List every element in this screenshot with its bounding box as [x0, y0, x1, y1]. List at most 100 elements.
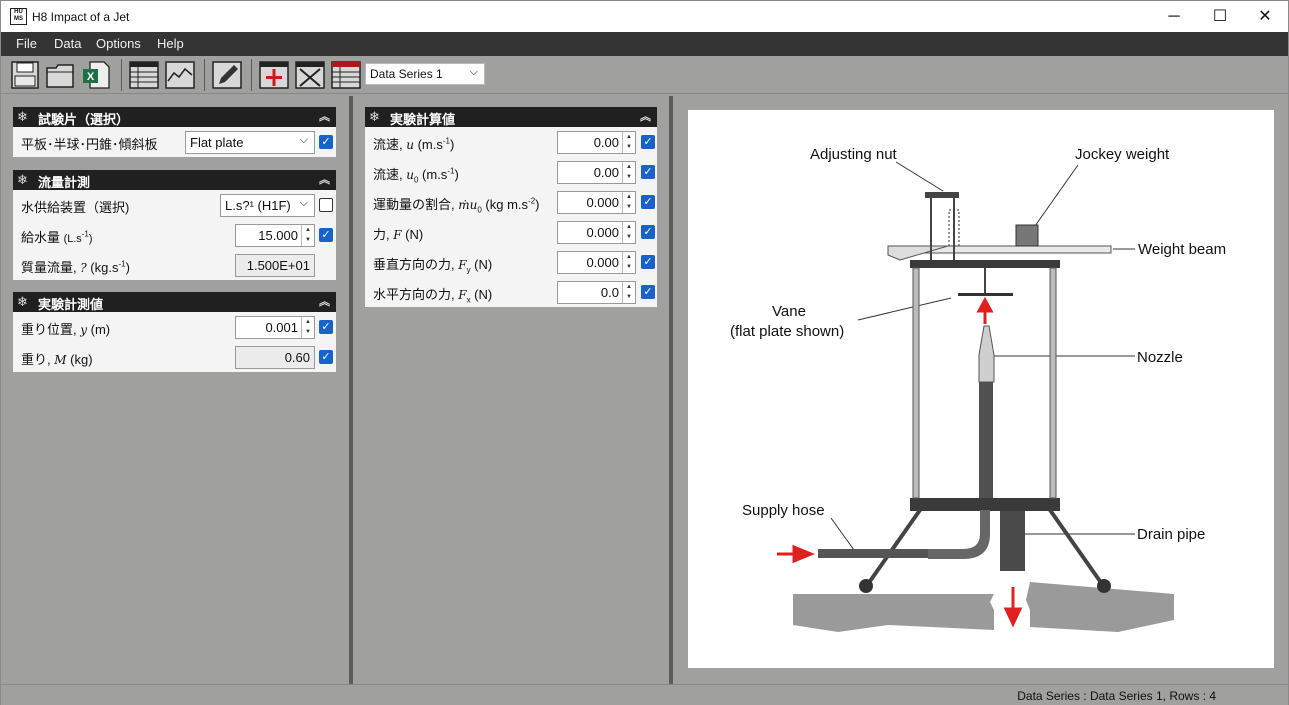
pane-splitter[interactable]: [349, 96, 353, 684]
collapse-icon[interactable]: ︽: [640, 111, 651, 123]
label-drain-pipe: Drain pipe: [1137, 526, 1205, 543]
flow-rate-input[interactable]: 15.000 ▲▼: [235, 224, 315, 247]
calculated-value-field[interactable]: 0.00▲▼: [557, 131, 636, 154]
left-pane: ❄ 試験片（選択） ︽ 平板･半球･円錐･傾斜板 Flat plate ⌵ ✓ …: [1, 96, 349, 684]
measured-panel-header[interactable]: ❄ 実験計測値 ︽: [13, 292, 336, 312]
spinner-arrows-icon[interactable]: ▲▼: [301, 225, 314, 246]
calculated-row-checkbox[interactable]: ✓: [641, 285, 655, 299]
maximize-button[interactable]: ☐: [1212, 8, 1228, 25]
collapse-icon[interactable]: ︽: [319, 111, 330, 123]
calculated-row-checkbox[interactable]: ✓: [641, 135, 655, 149]
menu-bar: File Data Options Help: [1, 32, 1288, 56]
chart-view-icon[interactable]: [164, 59, 196, 91]
title-bar: HU MS H8 Impact of a Jet ─ ☐ ✕: [1, 1, 1288, 32]
spinner-arrows-icon[interactable]: ▲▼: [622, 192, 635, 213]
toolbar: X: [1, 56, 1288, 94]
calculated-row-checkbox[interactable]: ✓: [641, 255, 655, 269]
menu-options[interactable]: Options: [96, 36, 141, 51]
spinner-arrows-icon[interactable]: ▲▼: [622, 162, 635, 183]
calculated-row-unit: (N): [401, 227, 424, 242]
calculated-row-unit: (kg m.s: [481, 197, 529, 212]
specimen-dropdown[interactable]: Flat plate ⌵: [185, 131, 315, 154]
calculated-row-checkbox[interactable]: ✓: [641, 225, 655, 239]
supply-checkbox[interactable]: [319, 198, 333, 212]
flow-panel-header[interactable]: ❄ 流量計測 ︽: [13, 170, 336, 190]
save-icon[interactable]: [9, 59, 41, 91]
calculated-row: 力, F (N)0.000▲▼✓: [365, 217, 657, 247]
calculated-row-checkbox[interactable]: ✓: [641, 165, 655, 179]
weight-mass-label-text: 重り,: [21, 352, 55, 367]
calculated-panel: ❄ 実験計算値 ︽ 流速, u (m.s-1)0.00▲▼✓流速, u0 (m.…: [365, 107, 657, 307]
window-title: H8 Impact of a Jet: [32, 10, 130, 24]
calculated-value-field[interactable]: 0.0▲▼: [557, 281, 636, 304]
weight-position-value: 0.001: [265, 320, 298, 335]
add-row-icon[interactable]: [258, 59, 290, 91]
calculated-value-field[interactable]: 0.000▲▼: [557, 221, 636, 244]
excel-icon[interactable]: X: [80, 59, 112, 91]
flow-rate-row: 給水量 (L.s-1) 15.000 ▲▼ ✓: [13, 220, 336, 250]
label-nozzle: Nozzle: [1137, 349, 1183, 366]
calculated-value: 0.00: [593, 135, 619, 150]
series-table-icon[interactable]: [330, 59, 362, 91]
collapse-icon[interactable]: ︽: [319, 174, 330, 186]
spinner-arrows-icon[interactable]: ▲▼: [622, 282, 635, 303]
mass-flow-label: 質量流量, ? (kg.s-1): [21, 257, 130, 276]
mass-flow-symbol: ?: [80, 261, 87, 275]
toolbar-separator: [251, 59, 252, 91]
calculated-row-unit-sup: -1: [442, 136, 450, 146]
weight-mass-symbol: M: [54, 353, 67, 367]
specimen-row: 平板･半球･円錐･傾斜板 Flat plate ⌵ ✓: [13, 127, 336, 157]
specimen-checkbox[interactable]: ✓: [319, 135, 333, 149]
calculated-row-label-text: 垂直方向の力,: [373, 257, 459, 272]
calculated-value-field[interactable]: 0.00▲▼: [557, 161, 636, 184]
collapse-icon[interactable]: ︽: [319, 296, 330, 308]
flow-panel-title: 流量計測: [38, 175, 91, 190]
menu-data[interactable]: Data: [54, 36, 82, 51]
flow-rate-checkbox[interactable]: ✓: [319, 228, 333, 242]
spinner-arrows-icon[interactable]: ▲▼: [622, 132, 635, 153]
chevron-down-icon: ⌵: [299, 197, 308, 209]
middle-pane: ❄ 実験計算値 ︽ 流速, u (m.s-1)0.00▲▼✓流速, u0 (m.…: [353, 96, 669, 684]
calculated-row-unit: (m.s: [418, 167, 448, 182]
label-weight-beam: Weight beam: [1138, 241, 1226, 258]
calculated-row-symbol: F: [458, 288, 467, 302]
open-folder-icon[interactable]: [44, 59, 76, 91]
table-view-icon[interactable]: [128, 59, 160, 91]
data-series-select[interactable]: Data Series 1 ⌵: [365, 63, 485, 85]
calculated-value: 0.00: [593, 165, 619, 180]
weight-position-checkbox[interactable]: ✓: [319, 320, 333, 334]
calculated-panel-title: 実験計算値: [390, 112, 456, 127]
calculated-row-symbol-sub: y: [466, 265, 471, 275]
flow-rate-value: 15.000: [258, 228, 298, 243]
menu-file[interactable]: File: [16, 36, 37, 51]
menu-help[interactable]: Help: [157, 36, 184, 51]
supply-dropdown[interactable]: L.s?¹ (H1F) ⌵: [220, 194, 315, 217]
spinner-arrows-icon[interactable]: ▲▼: [622, 222, 635, 243]
toolbar-separator: [204, 59, 205, 91]
mass-flow-value: 1.500E+01: [246, 258, 310, 273]
delete-row-icon[interactable]: [294, 59, 326, 91]
minimize-button[interactable]: ─: [1168, 8, 1180, 25]
edit-pencil-icon[interactable]: [211, 59, 243, 91]
calculated-row-label-text: 力,: [373, 227, 394, 242]
specimen-panel-header[interactable]: ❄ 試験片（選択） ︽: [13, 107, 336, 127]
label-vane-note: (flat plate shown): [730, 323, 844, 340]
spinner-arrows-icon[interactable]: ▲▼: [622, 252, 635, 273]
calculated-row-symbol: ṁu: [458, 198, 478, 212]
spinner-arrows-icon[interactable]: ▲▼: [301, 317, 314, 338]
flow-rate-unit: (L.s: [63, 233, 82, 245]
calculated-panel-header[interactable]: ❄ 実験計算値 ︽: [365, 107, 657, 127]
close-button[interactable]: ✕: [1258, 8, 1272, 25]
pane-splitter[interactable]: [669, 96, 673, 684]
weight-mass-checkbox[interactable]: ✓: [319, 350, 333, 364]
calculated-value-field[interactable]: 0.000▲▼: [557, 191, 636, 214]
gear-icon: ❄: [17, 109, 28, 124]
weight-position-input[interactable]: 0.001 ▲▼: [235, 316, 315, 339]
gear-icon: ❄: [369, 109, 380, 124]
calculated-row-symbol-sub: x: [466, 295, 471, 305]
mass-flow-row: 質量流量, ? (kg.s-1) 1.500E+01: [13, 250, 336, 280]
calculated-row-checkbox[interactable]: ✓: [641, 195, 655, 209]
toolbar-separator: [121, 59, 122, 91]
calculated-value-field[interactable]: 0.000▲▼: [557, 251, 636, 274]
calculated-value: 0.000: [586, 195, 619, 210]
